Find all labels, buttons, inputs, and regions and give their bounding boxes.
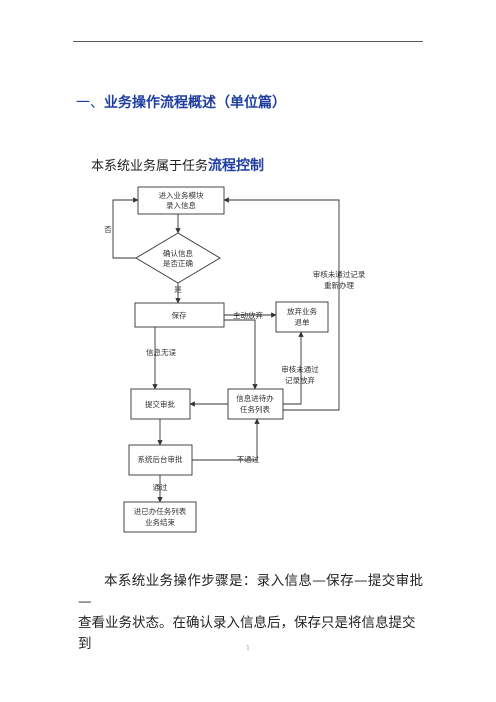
intro-line: 本系统业务属于任务流程控制	[91, 155, 264, 175]
label-pass: 通过	[153, 482, 168, 492]
label-voluntary: 主动放弃	[233, 310, 263, 320]
label-reprocess-2: 重新办理	[324, 280, 354, 290]
arrow-reject-reprocess	[223, 197, 340, 411]
label-reject-1: 审核未通过	[281, 364, 319, 374]
label-info-ok: 信息无误	[146, 347, 176, 357]
box-abandon-text-1: 放弃业务	[287, 306, 317, 316]
arrow-pending-to-abandon	[283, 331, 304, 405]
box-backend-text: 系统后台审批	[138, 454, 183, 464]
box-done-text-1: 进已办任务列表	[134, 506, 187, 516]
label-yes: 是	[174, 285, 182, 294]
diamond-text-2: 是否正确	[163, 258, 193, 268]
arrow-fail-to-pending	[192, 418, 260, 461]
box-enter-text-2: 录入信息	[166, 200, 196, 210]
box-pending-text-2: 任务列表	[240, 404, 270, 414]
label-reject-2: 记录放弃	[285, 375, 315, 385]
page-number: 1	[246, 645, 250, 652]
body-paragraph: 本系统业务操作步骤是：录入信息—保存—提交审批— 查看业务状态。在确认录入信息后…	[78, 571, 423, 655]
header-rule	[73, 41, 423, 42]
arrow-no-back	[112, 197, 139, 259]
label-no: 否	[104, 225, 112, 234]
box-submit-text: 提交审批	[145, 399, 175, 409]
diamond-confirm	[135, 232, 221, 284]
body-line-1: 本系统业务操作步骤是：录入信息—保存—提交审批—	[78, 573, 423, 610]
box-done-text-2: 业务结束	[145, 517, 175, 527]
heading-prefix: 一、	[76, 95, 104, 111]
heading-title: 业务操作流程概述（单位篇）	[104, 95, 286, 111]
intro-bold: 流程控制	[208, 158, 265, 174]
box-abandon-text-2: 退单	[295, 317, 310, 327]
box-pending-text-1: 信息进待办	[236, 393, 274, 403]
arrow-save-to-pending	[224, 319, 258, 390]
diamond-text-1: 确认信息	[163, 248, 193, 258]
body-line-2: 查看业务状态。在确认录入信息后，保存只是将信息提交到	[78, 615, 416, 652]
label-fail: 不通过	[237, 454, 260, 464]
section-heading: 一、业务操作流程概述（单位篇）	[76, 92, 286, 112]
intro-text: 本系统业务属于任务	[91, 159, 209, 174]
box-save-text: 保存	[172, 310, 187, 320]
box-enter-text-1: 进入业务模块	[159, 190, 204, 200]
label-reprocess-1: 审核未通过记录	[313, 269, 366, 279]
